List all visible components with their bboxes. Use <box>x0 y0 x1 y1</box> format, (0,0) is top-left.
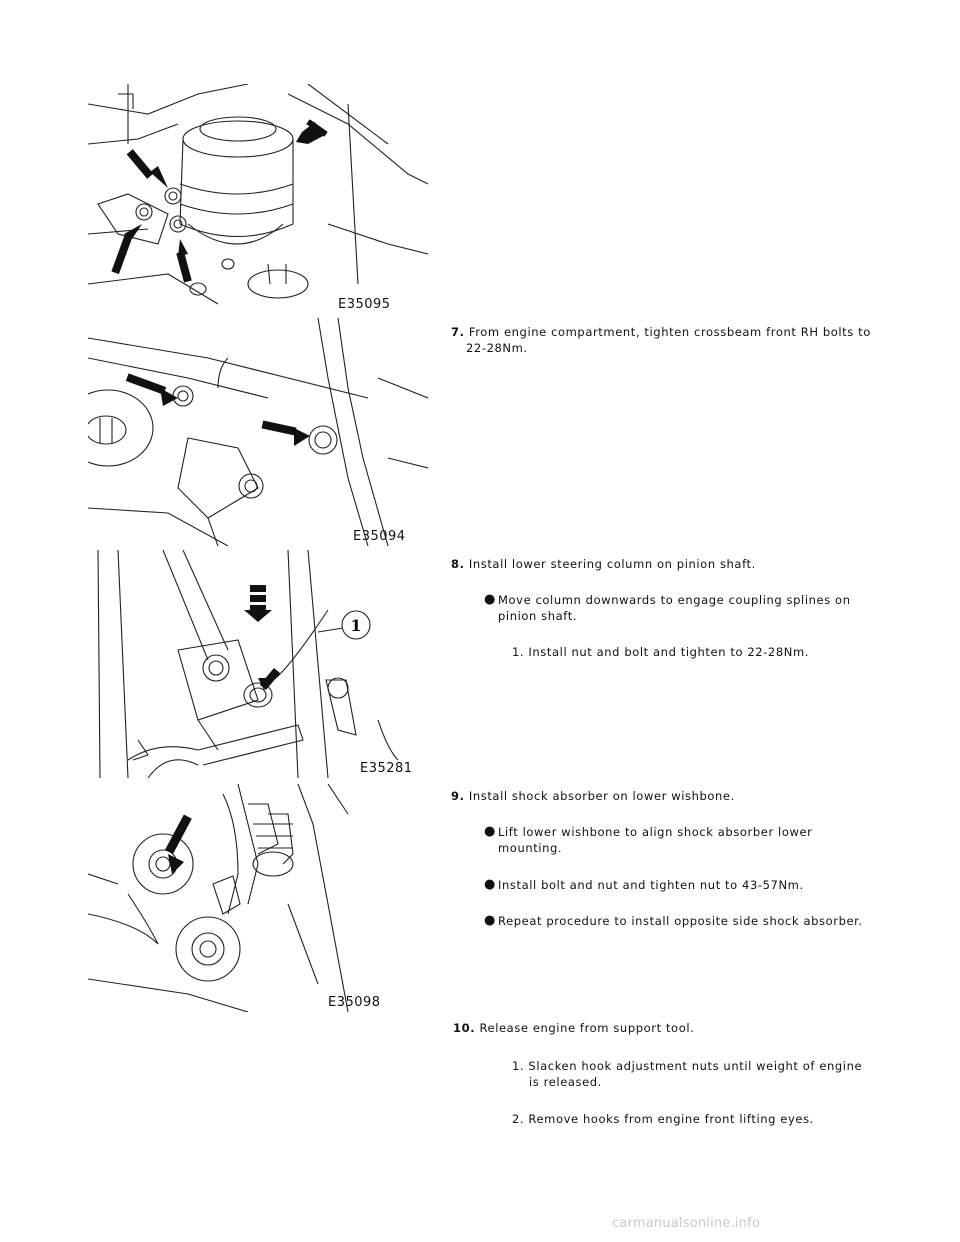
step-text: Install shock absorber on lower wishbone… <box>468 789 735 803</box>
step-10-sub-1: 1. Slacken hook adjustment nuts until we… <box>512 1058 912 1090</box>
step-number: 8. <box>451 557 465 571</box>
bullet-icon: ● <box>484 877 496 892</box>
bullet-icon: ● <box>484 913 496 928</box>
sub-step-text: 1. Slacken hook adjustment nuts until we… <box>512 1059 863 1073</box>
figure-code: E35281 <box>360 761 413 776</box>
step-9-bullet-1: ● Lift lower wishbone to align shock abs… <box>484 824 898 856</box>
sub-step-text-continued: is released. <box>529 1075 602 1089</box>
bullet-icon: ● <box>484 824 496 839</box>
bullet-text: Repeat procedure to install opposite sid… <box>498 914 863 928</box>
step-8-bullet-1: ● Move column downwards to engage coupli… <box>484 592 898 624</box>
step-10-sub-2: 2. Remove hooks from engine front liftin… <box>512 1111 912 1127</box>
step-number: 7. <box>451 325 465 339</box>
figure-code: E35094 <box>353 529 406 544</box>
figure-code: E35098 <box>328 995 381 1010</box>
step-9-bullet-3: ● Repeat procedure to install opposite s… <box>484 913 918 929</box>
sub-step-text: 1. Install nut and bolt and tighten to 2… <box>512 645 810 659</box>
illustration-e35281: 1 E35281 <box>88 550 440 778</box>
sub-step-text: 2. Remove hooks from engine front liftin… <box>512 1112 814 1126</box>
step-8: 8. Install lower steering column on pini… <box>451 556 911 572</box>
step-text-continued: 22-28Nm. <box>466 341 528 355</box>
callout-number: 1 <box>350 616 361 635</box>
step-number: 9. <box>451 789 465 803</box>
step-text: Install lower steering column on pinion … <box>468 557 756 571</box>
illustration-e35098: E35098 <box>88 784 418 1012</box>
bullet-text: Lift lower wishbone to align shock absor… <box>498 825 813 839</box>
step-9-bullet-2: ● Install bolt and nut and tighten nut t… <box>484 877 898 893</box>
step-10: 10. Release engine from support tool. <box>453 1020 913 1036</box>
step-8-sub-1: 1. Install nut and bolt and tighten to 2… <box>512 644 912 660</box>
bullet-text-continued: pinion shaft. <box>498 609 578 623</box>
illustration-e35094: E35094 <box>88 318 428 546</box>
bullet-text: Move column downwards to engage coupling… <box>498 593 851 607</box>
step-text: Release engine from support tool. <box>479 1021 695 1035</box>
step-9: 9. Install shock absorber on lower wishb… <box>451 788 911 804</box>
step-number: 10. <box>453 1021 476 1035</box>
step-text: From engine compartment, tighten crossbe… <box>468 325 871 339</box>
bullet-text: Install bolt and nut and tighten nut to … <box>498 878 804 892</box>
bullet-text-continued: mounting. <box>498 841 563 855</box>
step-7: 7. From engine compartment, tighten cros… <box>451 324 911 356</box>
bullet-icon: ● <box>484 592 496 607</box>
figure-code: E35095 <box>338 297 391 312</box>
illustration-e35095: E35095 <box>88 84 428 314</box>
footer-watermark: carmanualsonline.info <box>612 1216 761 1231</box>
